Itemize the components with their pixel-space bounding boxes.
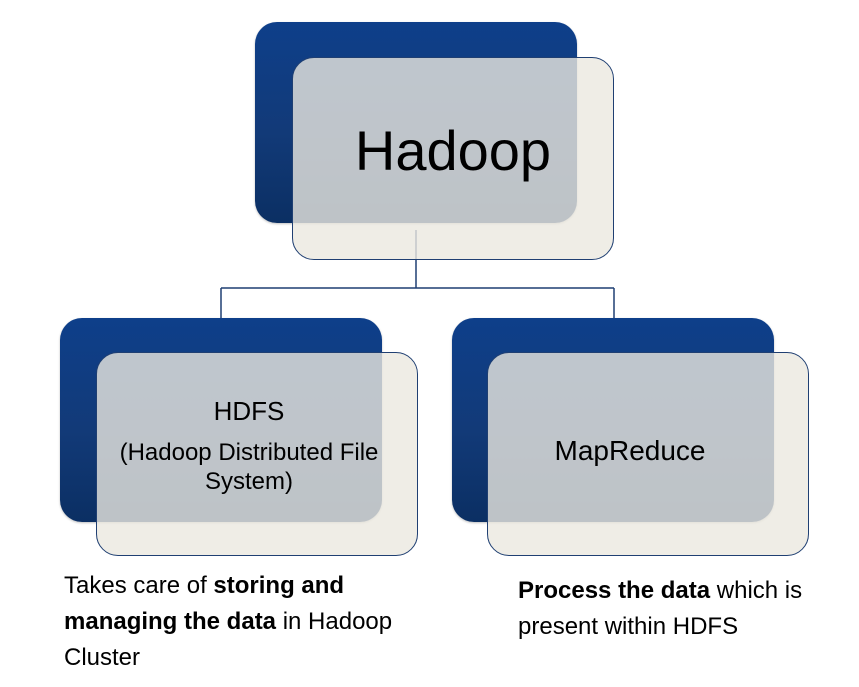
- node-hdfs-label: HDFS (Hadoop Distributed File System): [96, 396, 418, 497]
- node-mapreduce: MapReduce: [452, 318, 812, 558]
- hdfs-description: Takes care of storing and managing the d…: [64, 568, 444, 676]
- node-hadoop: Hadoop: [255, 22, 615, 262]
- mapreduce-description: Process the data which is present within…: [518, 573, 848, 645]
- node-hdfs-subtitle: (Hadoop Distributed File System): [119, 439, 379, 495]
- mapreduce-description-bold: Process the data: [518, 577, 711, 604]
- hdfs-description-bold: storing and managing the data: [64, 572, 345, 635]
- node-hdfs-front-box: [96, 352, 418, 556]
- node-hadoop-front-box: [292, 57, 614, 260]
- node-hdfs: HDFS (Hadoop Distributed File System): [60, 318, 420, 558]
- hdfs-description-part2: in Hadoop Cluster: [64, 608, 393, 671]
- node-mapreduce-front-box: [487, 352, 809, 556]
- node-mapreduce-title: MapReduce: [554, 435, 706, 466]
- node-hadoop-label: Hadoop: [354, 119, 552, 182]
- mapreduce-description-part2: which is present within HDFS: [518, 577, 803, 640]
- hdfs-description-part1: Takes care of: [64, 572, 214, 599]
- node-hdfs-title: HDFS: [213, 396, 285, 426]
